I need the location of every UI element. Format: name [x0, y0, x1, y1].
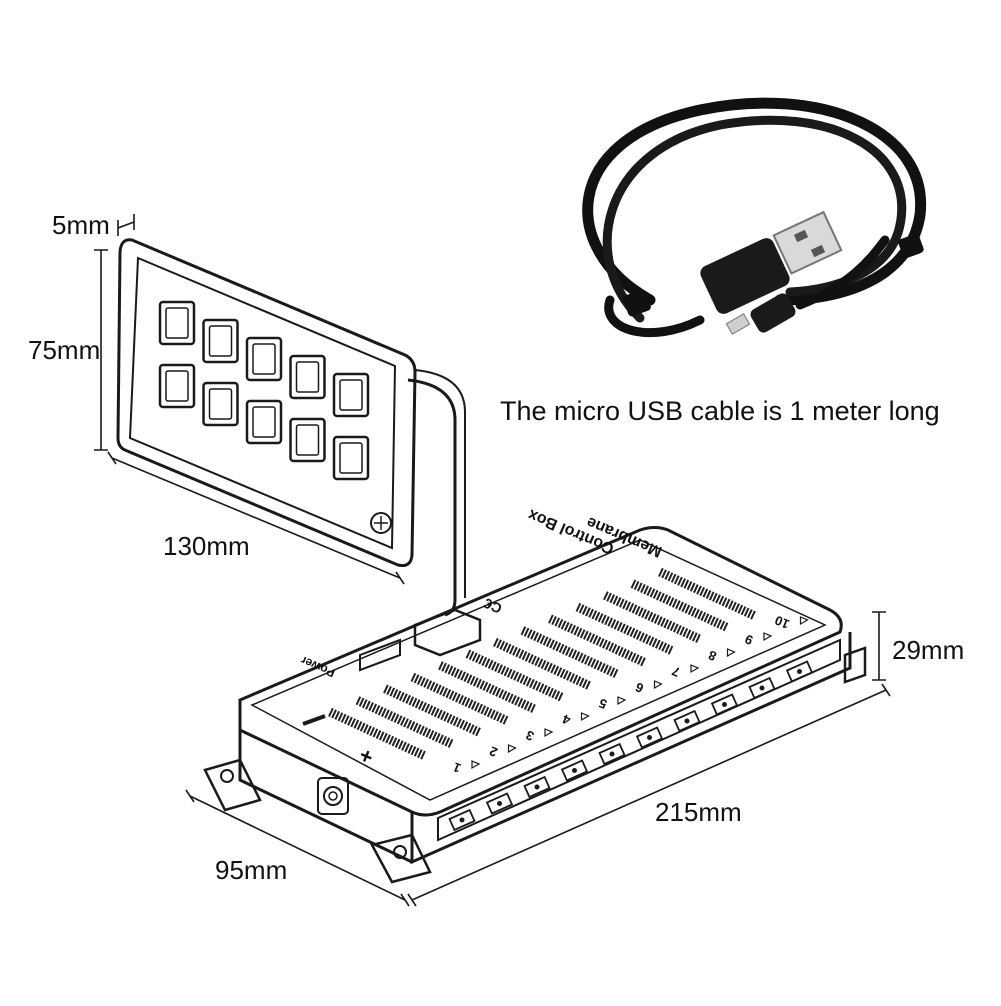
channel-label: 3 [524, 727, 537, 744]
panel-switch-button [289, 417, 326, 463]
dimension-lines [94, 214, 891, 907]
terminal-screw [797, 669, 802, 674]
output-terminal [710, 693, 739, 716]
channel-label: 2 [487, 743, 500, 760]
channel-label: 1 [451, 759, 464, 776]
dim-panel-height: 75mm [28, 335, 101, 365]
terminal-screw [534, 784, 540, 790]
output-terminals [448, 660, 814, 832]
dim-panel-thickness: 5mm [52, 210, 110, 240]
dim-panel-width: 130mm [163, 531, 250, 561]
terminal-screw [459, 817, 465, 823]
terminal-screw [572, 768, 577, 773]
output-terminal [560, 759, 589, 782]
fuse-slot [603, 591, 702, 644]
terminal-screw [759, 685, 765, 691]
power-label: Power [298, 653, 337, 680]
panel-switch-button [158, 300, 196, 346]
fuse-slot [520, 626, 620, 679]
panel-switch-button [289, 354, 326, 400]
channel-arrow [580, 712, 590, 722]
output-terminal [785, 660, 814, 683]
usb-a-plug [700, 210, 843, 314]
micro-usb-plug [725, 293, 796, 335]
fuse-slot [630, 579, 730, 632]
fuse-slot [410, 672, 510, 726]
output-terminal [598, 742, 626, 766]
panel-switch-button-face [208, 388, 233, 420]
channel-arrow [544, 728, 554, 738]
channel-arrow [726, 648, 736, 658]
panel-switch-button-face [252, 406, 276, 438]
panel-logo [370, 512, 392, 534]
channel-label: 4 [559, 711, 572, 728]
fuse-slot [383, 684, 482, 737]
channel-arrow [690, 664, 700, 674]
output-terminal [485, 792, 514, 815]
channel-arrow [507, 744, 517, 754]
dim-box-length: 215mm [655, 797, 742, 827]
cable-caption: The micro USB cable is 1 meter long [500, 396, 940, 426]
panel-switch-button [202, 381, 239, 427]
fuse-slot [548, 614, 647, 667]
output-terminal [748, 676, 776, 700]
panel-switch-button [245, 336, 283, 382]
fuse-slots [328, 567, 757, 761]
output-terminal [448, 808, 476, 832]
panel-switch-button-face [339, 442, 363, 474]
panel-switch-button [332, 372, 370, 418]
channel-label: 7 [670, 663, 683, 680]
fuse-slot [658, 567, 757, 621]
usb-cable-illustration [582, 97, 927, 338]
channel-label: 9 [743, 631, 756, 648]
fuse-slot [493, 637, 592, 691]
terminal-screw [609, 751, 615, 757]
channel-arrow [763, 632, 773, 642]
panel-switch-button [202, 318, 239, 364]
dim-box-width: 95mm [215, 855, 288, 885]
panel-switch-button-face [252, 343, 276, 375]
fuse-slot [355, 696, 455, 749]
panel-switch-button-face [165, 370, 189, 402]
channel-arrow [471, 760, 481, 770]
panel-switch-button-face [165, 307, 189, 339]
channel-arrow [617, 696, 627, 706]
terminal-screw [722, 702, 727, 707]
channel-arrow [653, 680, 663, 690]
terminal-screw [497, 801, 502, 806]
channel-label: 6 [633, 679, 646, 696]
control-box [203, 526, 867, 884]
fuse-slot [465, 649, 565, 702]
panel-switch-button-face [208, 325, 233, 357]
panel-switch-button-face [339, 379, 363, 411]
channel-label: 5 [597, 695, 610, 712]
channel-label: 8 [706, 647, 719, 664]
panel-switch-button [158, 363, 196, 409]
polarity-label: + [355, 742, 377, 770]
channel-arrow [799, 616, 809, 626]
fuse-slot [328, 707, 427, 761]
output-terminal [523, 775, 551, 799]
panel-switch-button [245, 399, 283, 445]
dim-box-height: 29mm [892, 635, 965, 665]
terminal-screw [684, 718, 690, 724]
channel-label: 10 [772, 613, 791, 632]
terminal-screw [647, 735, 652, 740]
panel-switch-button-face [295, 424, 320, 456]
panel-buttons [158, 300, 370, 481]
output-terminal [673, 709, 701, 733]
output-terminal [635, 726, 664, 749]
panel-switch-button-face [295, 361, 320, 393]
panel-switch-button [332, 435, 370, 481]
fuse-slot [438, 661, 537, 714]
fuse-slot [575, 602, 675, 656]
box-ce-mark: C€ [481, 595, 504, 617]
